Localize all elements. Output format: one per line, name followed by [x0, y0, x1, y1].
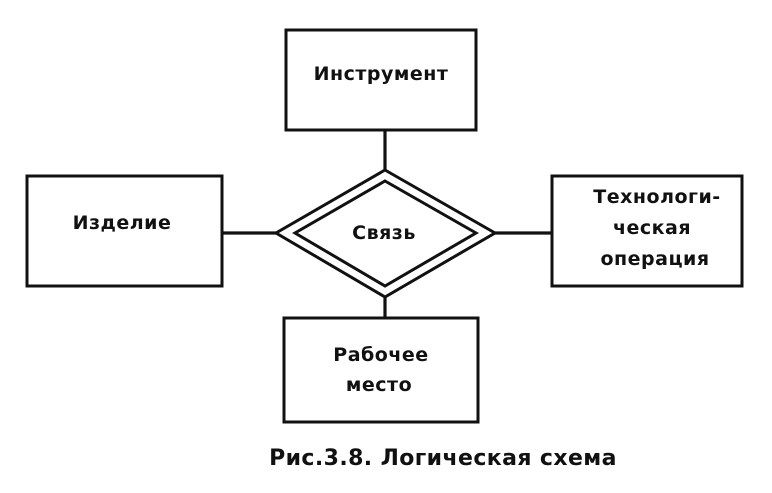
entity-operation: Технологи- ческая операция	[550, 174, 744, 288]
entity-tool-box	[284, 28, 478, 132]
entity-operation-label-line1: Технологи-	[593, 186, 720, 208]
entity-operation-label-line2: ческая	[613, 217, 691, 239]
entity-product-label: Изделие	[73, 212, 172, 234]
entity-product: Изделие	[25, 174, 224, 288]
entity-tool-label: Инструмент	[314, 63, 449, 85]
figure-caption: Рис.3.8. Логическая схема	[269, 446, 617, 471]
entity-workplace: Рабочее место	[282, 316, 480, 424]
entity-product-box	[25, 174, 224, 288]
relationship-diamond: Связь	[273, 168, 499, 299]
relationship-label: Связь	[352, 222, 416, 244]
entity-workplace-label-line1: Рабочее	[333, 344, 428, 366]
relationship-diamond-inner-border	[292, 179, 480, 288]
entity-operation-label-line3: операция	[600, 248, 709, 270]
entity-workplace-label-line2: место	[346, 374, 412, 396]
relationship-diamond-outer-border	[273, 168, 499, 299]
entity-workplace-box	[282, 316, 480, 424]
entity-operation-box	[550, 174, 744, 288]
entity-tool: Инструмент	[284, 28, 478, 132]
